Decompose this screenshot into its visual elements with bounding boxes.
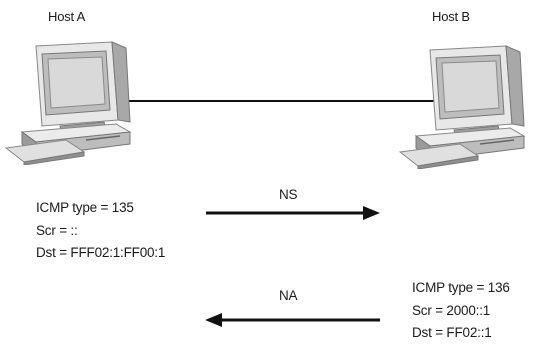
- host-a-label: Host A: [48, 9, 86, 24]
- ns-source: Scr = ::: [36, 222, 78, 238]
- ns-arrow-head: [363, 206, 380, 220]
- host-b-label: Host B: [432, 9, 470, 24]
- na-packet-info: ICMP type = 136 Scr = 2000::1 Dst = FF02…: [412, 277, 510, 345]
- ns-destination: Dst = FFF02:1:FF00:1: [36, 245, 166, 260]
- na-label: NA: [279, 288, 298, 303]
- na-source: Scr = 2000::1: [412, 302, 491, 318]
- host-b-computer-icon: [398, 45, 526, 169]
- ns-icmp-type: ICMP type = 135: [36, 200, 134, 215]
- na-destination: Dst = FF02::1: [412, 325, 492, 340]
- host-a-computer-icon: [4, 41, 132, 165]
- ns-packet-info: ICMP type = 135 Scr = :: Dst = FFF02:1:F…: [36, 197, 165, 265]
- ns-label: NS: [279, 187, 298, 202]
- na-arrow-head: [205, 313, 222, 327]
- na-icmp-type: ICMP type = 136: [412, 280, 510, 295]
